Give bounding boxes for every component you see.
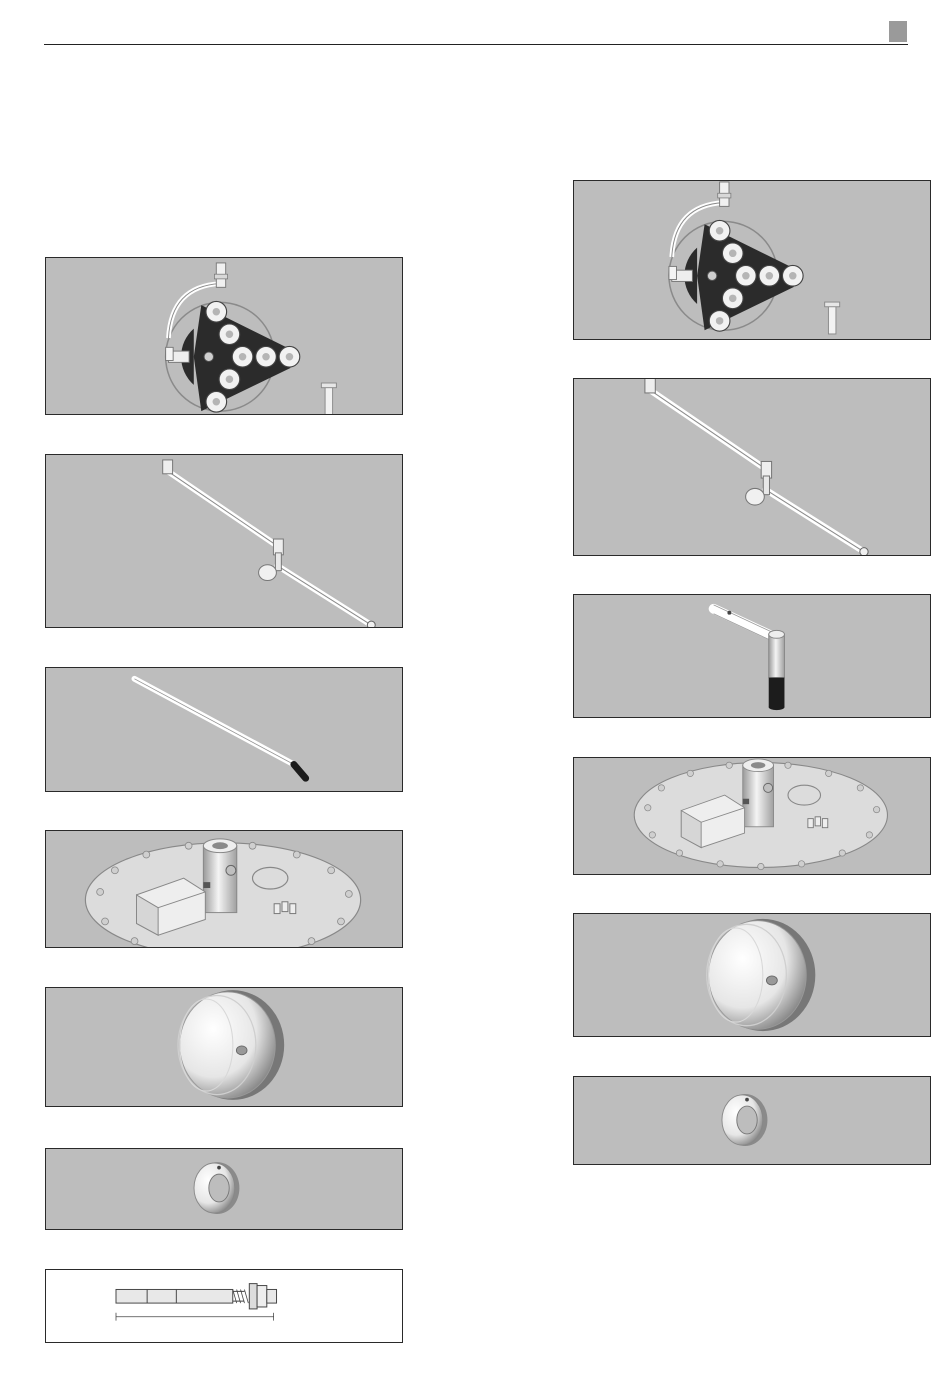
part-panel-dome-cover-2 [573, 913, 931, 1037]
expansion-anchor-bolt-icon [46, 1270, 402, 1342]
part-panel-led-head-2 [573, 180, 931, 340]
part-panel-ceiling-plate-2 [573, 757, 931, 875]
ceiling-mount-plate-icon [574, 758, 930, 874]
part-panel-ring-washer-2 [573, 1076, 931, 1165]
led-head-assembly-icon [46, 258, 402, 414]
header-rule [44, 44, 908, 45]
ring-washer-icon [574, 1077, 930, 1164]
ceiling-cover-dome-icon [46, 988, 402, 1106]
part-panel-ceiling-plate [45, 830, 403, 948]
led-head-assembly-icon [574, 181, 930, 339]
part-panel-ring-washer [45, 1148, 403, 1230]
articulated-arm-icon [574, 379, 930, 555]
part-panel-l-bracket [573, 594, 931, 718]
articulated-arm-icon [46, 455, 402, 627]
ceiling-cover-dome-icon [574, 914, 930, 1036]
part-panel-anchor-bolt [45, 1269, 403, 1343]
ring-washer-icon [46, 1149, 402, 1229]
l-bracket-icon [574, 595, 930, 717]
page-tab-marker [889, 21, 907, 42]
straight-rod-icon [46, 668, 402, 791]
part-panel-articulated-arm-2 [573, 378, 931, 556]
part-panel-straight-rod [45, 667, 403, 792]
ceiling-mount-plate-icon [46, 831, 402, 947]
part-panel-dome-cover [45, 987, 403, 1107]
part-panel-articulated-arm [45, 454, 403, 628]
part-panel-led-head [45, 257, 403, 415]
